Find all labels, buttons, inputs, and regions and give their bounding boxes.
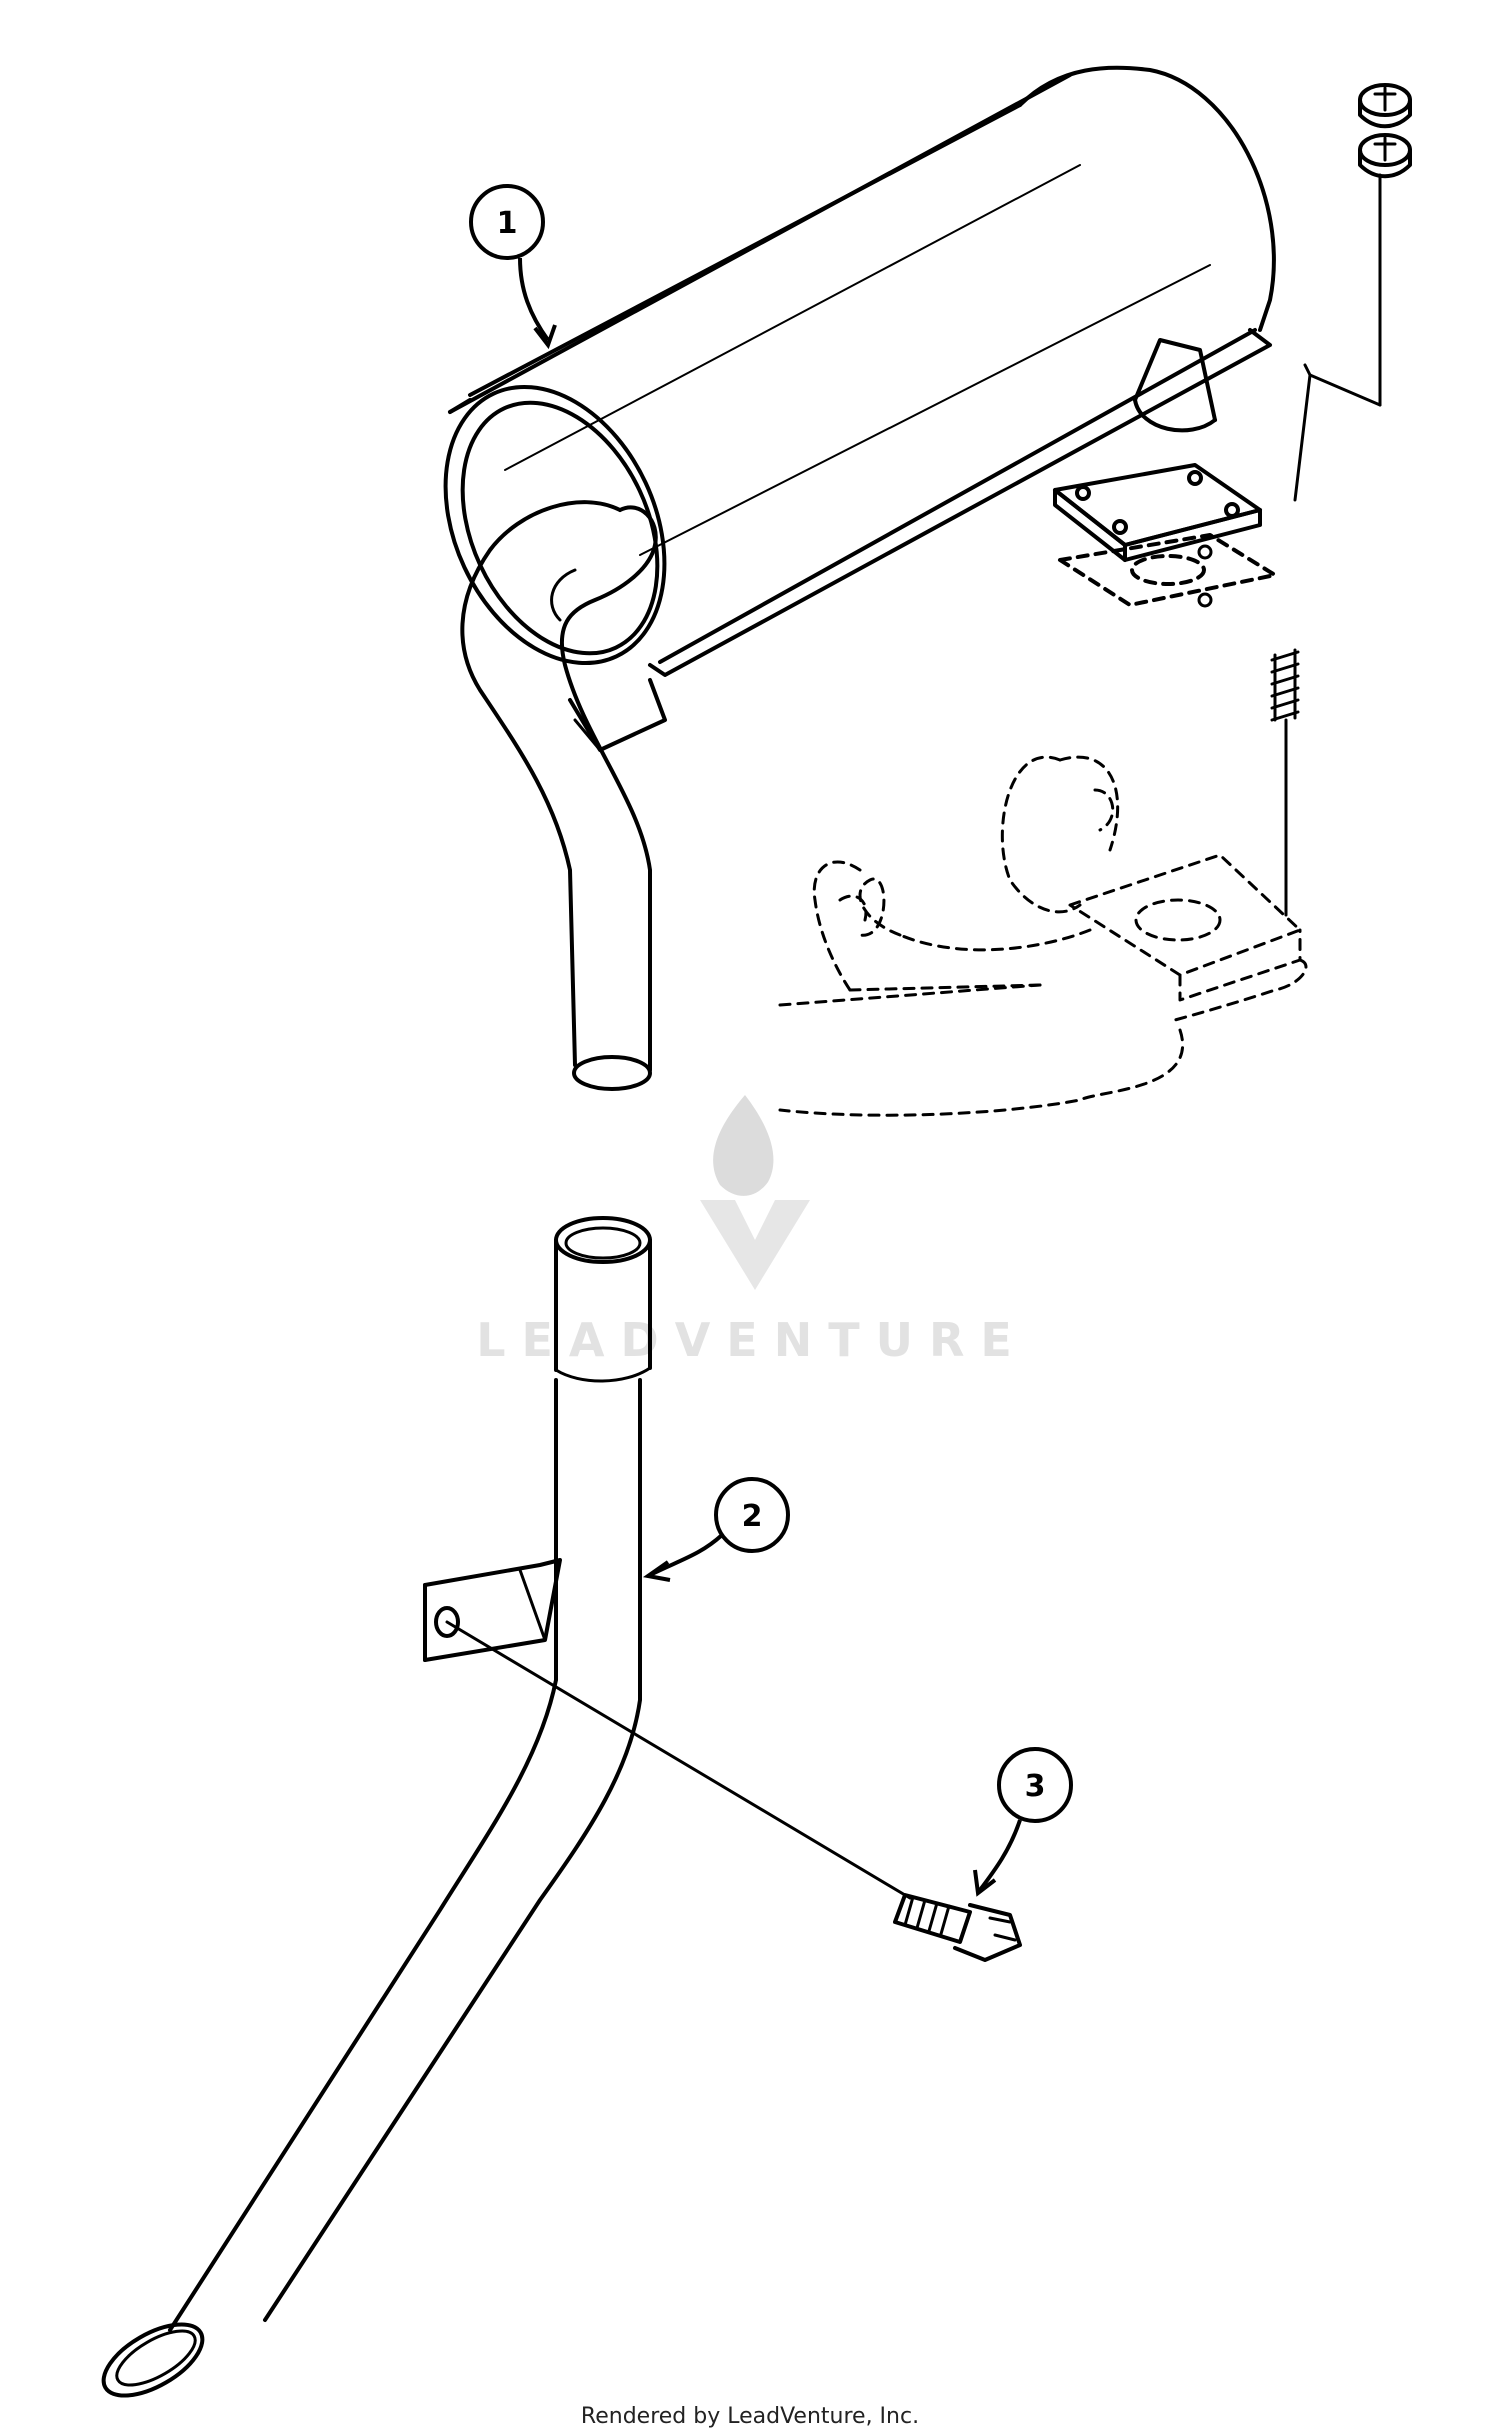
watermark: LEADVENTURE [476,1095,1028,1367]
callout-label-1: 1 [497,206,518,241]
stud [1270,648,1300,917]
muffler-flange [1053,338,1262,562]
bolt [893,1893,1022,1962]
muffler-outlet-tube [460,500,658,1091]
callout-1: 1 [469,184,557,350]
callout-label-2: 2 [742,1499,763,1534]
nuts [1293,83,1412,502]
exhaust-pipe-assembly [101,1216,1022,2398]
muffler-assembly [443,65,1412,1117]
callouts: 1 2 3 [469,184,1073,1897]
callout-3: 3 [973,1747,1073,1897]
pipe-bracket [423,1558,562,1662]
watermark-text: LEADVENTURE [476,1313,1028,1367]
muffler-body [443,65,1276,752]
flame-logo-icon [700,1095,810,1290]
nut-icon [1358,83,1412,129]
nut-icon [1358,133,1412,179]
exhaust-manifold-outline [778,755,1308,1117]
callout-label-3: 3 [1025,1769,1046,1804]
gasket [1058,533,1277,607]
footer-credit: Rendered by LeadVenture, Inc. [580,2404,920,2429]
callout-2: 2 [642,1477,790,1582]
